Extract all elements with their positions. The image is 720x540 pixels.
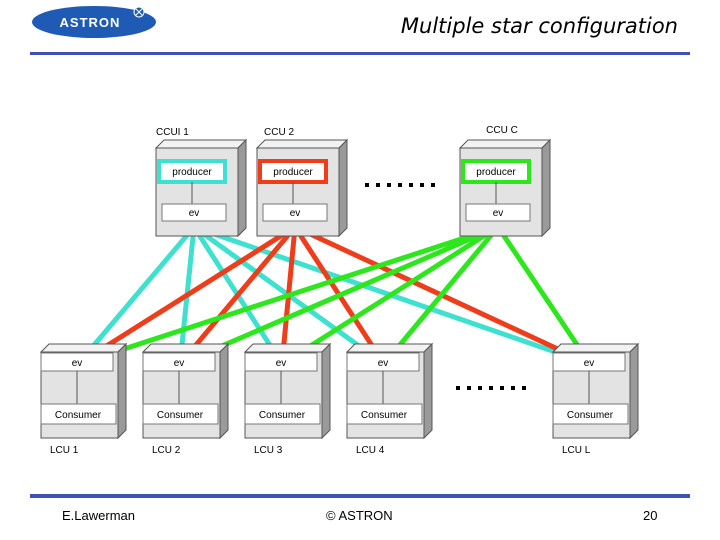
consumer-box	[552, 403, 629, 425]
connection-line	[495, 224, 593, 367]
ccu-node: CCU 2 producer ev	[255, 127, 349, 238]
producer-label: producer	[273, 167, 313, 178]
lcu-name: LCU 1	[50, 445, 79, 456]
consumer-box	[142, 403, 219, 425]
ccu-node: CCUI 1 producer ev	[154, 127, 248, 238]
ev-box	[465, 203, 531, 222]
connection-line	[279, 224, 501, 367]
dotted-ellipsis-icon	[365, 183, 435, 187]
consumer-label: Consumer	[55, 410, 102, 421]
logo-text: ASTRON	[60, 15, 121, 30]
top-divider	[30, 52, 690, 55]
lcu-name: LCU 4	[356, 445, 385, 456]
ellipsis-marks	[365, 183, 526, 390]
connection-line	[75, 224, 298, 367]
lcu-name: LCU 2	[152, 445, 181, 456]
ccu-name: CCUI 1	[156, 127, 189, 138]
ev-label: ev	[378, 358, 389, 369]
ev-label: ev	[290, 208, 301, 219]
ccu-nodes: CCUI 1 producer ev CCU 2 producer ev CCU C prod…	[154, 125, 552, 238]
ccu-name: CCU C	[486, 125, 518, 136]
consumer-box	[244, 403, 321, 425]
astron-logo: ASTRON	[32, 6, 156, 38]
connection-lines	[75, 224, 593, 367]
connection-line	[75, 224, 501, 367]
logo-ellipse	[32, 6, 156, 38]
footer-copyright: © ASTRON	[326, 508, 393, 523]
ccu-name: CCU 2	[264, 127, 294, 138]
consumer-box	[40, 403, 117, 425]
consumer-box	[346, 403, 423, 425]
connection-line	[381, 224, 501, 367]
page-number: 20	[643, 508, 658, 523]
footer-author: E.Lawerman	[62, 508, 135, 523]
connection-line	[177, 224, 501, 367]
consumer-label: Consumer	[361, 410, 408, 421]
ev-box	[161, 203, 227, 222]
lcu-name: LCU 3	[254, 445, 283, 456]
consumer-label: Consumer	[259, 410, 306, 421]
producer-label: producer	[172, 167, 212, 178]
dotted-ellipsis-icon	[456, 386, 526, 390]
connection-line	[177, 224, 298, 367]
lcu-name: LCU L	[562, 445, 591, 456]
ev-label: ev	[174, 358, 185, 369]
page-title: Multiple star configuration	[400, 14, 678, 38]
consumer-label: Consumer	[157, 410, 204, 421]
connection-line	[75, 224, 197, 367]
ev-label: ev	[189, 208, 200, 219]
bottom-divider	[30, 494, 690, 498]
ev-label: ev	[72, 358, 83, 369]
ev-label: ev	[276, 358, 287, 369]
ev-label: ev	[584, 358, 595, 369]
ccu-node: CCU C producer ev	[458, 125, 552, 238]
ev-box	[262, 203, 328, 222]
ev-label: ev	[493, 208, 504, 219]
consumer-label: Consumer	[567, 410, 614, 421]
producer-label: producer	[476, 167, 516, 178]
